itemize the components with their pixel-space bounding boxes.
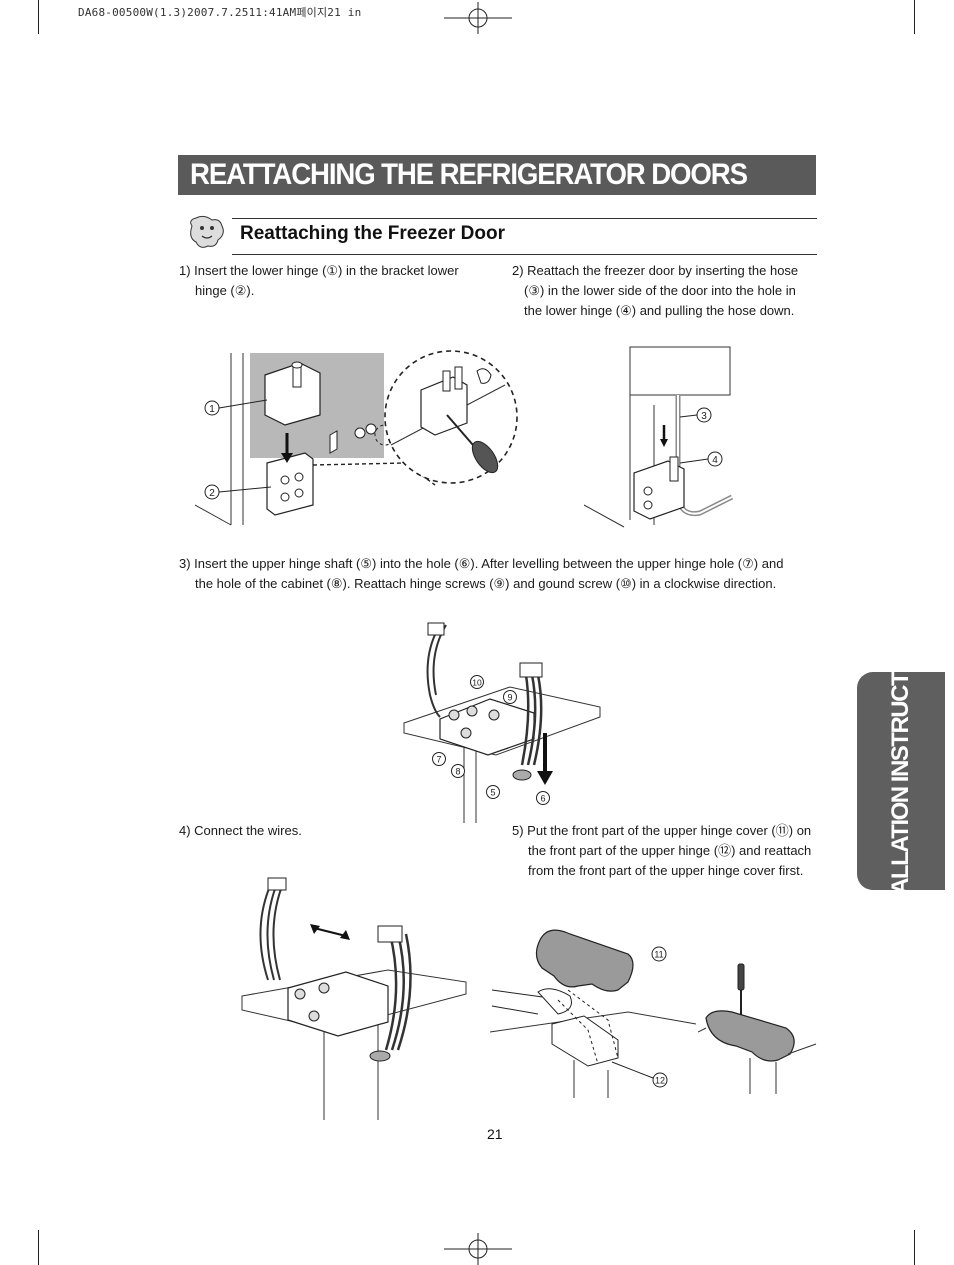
figure-connect-wires: [241, 877, 467, 1120]
side-tab: INSTALLATION INSTRUCTIONS: [857, 620, 945, 942]
section-rule: [232, 254, 817, 255]
crop-mark: [38, 1230, 39, 1265]
callout-10: 10: [472, 678, 482, 688]
callout-11: 11: [654, 950, 663, 960]
callout-7: 7: [436, 755, 441, 765]
figure-hinge-cover: 11 12: [489, 929, 697, 1098]
callout-2: 2: [209, 488, 215, 499]
callout-3: 3: [701, 411, 707, 422]
step-5-line: the front part of the upper hinge (⑫) an…: [528, 843, 812, 858]
mascot-icon: [190, 215, 224, 248]
step-1-text: 1) Insert the lower hinge (①) in the bra…: [179, 261, 499, 301]
step-1-line: 1) Insert the lower hinge (①) in the bra…: [179, 263, 459, 278]
page-title-bar: REATTACHING THE REFRIGERATOR DOORS: [178, 155, 816, 195]
side-tab-label: INSTALLATION INSTRUCTIONS: [887, 620, 914, 942]
callout-12: 12: [655, 1076, 665, 1086]
page-title: REATTACHING THE REFRIGERATOR DOORS: [190, 158, 748, 191]
callout-5: 5: [490, 788, 495, 798]
callout-1: 1: [209, 404, 215, 415]
crop-mark: [38, 0, 39, 34]
section-title: Reattaching the Freezer Door: [240, 223, 505, 244]
step-5-line: 5) Put the front part of the upper hinge…: [512, 823, 812, 838]
print-header: DA68-00500W(1.3)2007.7.2511:41AM페이지21 in: [78, 6, 362, 19]
figure-lower-hinge: 1 2: [195, 350, 518, 526]
figure-cover-screwdriver: [698, 963, 817, 1094]
page-number: 21: [487, 1126, 503, 1142]
step-3-line: 3) Insert the upper hinge shaft (⑤) into…: [179, 556, 784, 571]
callout-9: 9: [507, 693, 512, 703]
step-5-line: from the front part of the upper hinge c…: [528, 863, 804, 878]
figure-upper-hinge: 10 9 7 8 5 6: [403, 622, 601, 823]
section-rule: [232, 218, 817, 219]
step-1-line: hinge (②).: [195, 283, 255, 298]
step-2-line: (③) in the lower side of the door into t…: [524, 283, 796, 298]
step-5-text: 5) Put the front part of the upper hinge…: [512, 821, 832, 881]
step-2-line: 2) Reattach the freezer door by insertin…: [512, 263, 799, 278]
step-4-text: 4) Connect the wires.: [179, 821, 479, 841]
callout-8: 8: [455, 767, 460, 777]
crop-mark: [914, 1230, 915, 1265]
step-3-text: 3) Insert the upper hinge shaft (⑤) into…: [179, 554, 829, 594]
step-4-line: 4) Connect the wires.: [179, 823, 302, 838]
callout-4: 4: [712, 455, 718, 466]
crop-mark: [914, 0, 915, 34]
registration-mark-top: [444, 2, 512, 34]
step-3-line: the hole of the cabinet (⑧). Reattach hi…: [195, 576, 777, 591]
step-2-line: the lower hinge (④) and pulling the hose…: [524, 303, 795, 318]
step-2-text: 2) Reattach the freezer door by insertin…: [512, 261, 822, 321]
registration-mark-bottom: [444, 1233, 512, 1265]
figure-hose: 3 4: [584, 346, 734, 528]
callout-6: 6: [540, 794, 545, 804]
